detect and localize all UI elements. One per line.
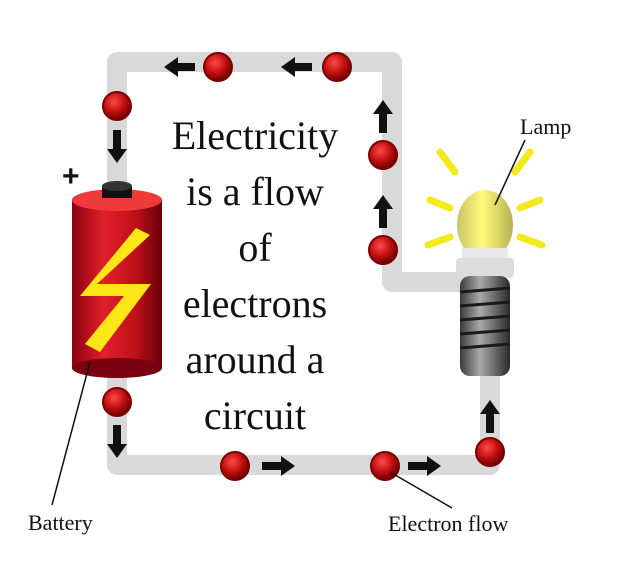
light-rays — [424, 148, 546, 249]
light-bulb-icon — [424, 148, 546, 376]
caption-line: circuit — [203, 393, 307, 438]
caption-line: of — [238, 225, 272, 270]
caption-line: Electricity — [171, 113, 339, 158]
electron-icon — [370, 451, 400, 481]
arrow-icon — [373, 100, 393, 133]
lamp-label: Lamp — [520, 114, 571, 139]
battery-label: Battery — [28, 510, 93, 535]
electron-icon — [203, 52, 233, 82]
caption-line: electrons — [182, 281, 328, 326]
arrows — [107, 57, 500, 476]
electron-icon — [322, 52, 352, 82]
plus-sign: + — [62, 160, 80, 193]
electron-icon — [102, 91, 132, 121]
caption-line: around a — [185, 337, 325, 382]
leader-lines — [51, 139, 526, 509]
lightning-bolt-icon — [80, 228, 151, 352]
electron-icon — [220, 451, 250, 481]
arrow-icon — [373, 195, 393, 228]
arrow-icon — [262, 456, 295, 476]
arrow-icon — [281, 57, 312, 77]
caption-line: is a flow — [186, 169, 324, 214]
arrow-icon — [408, 456, 441, 476]
arrow-icon — [107, 425, 127, 458]
electron-icon — [102, 387, 132, 417]
arrow-icon — [107, 130, 127, 163]
electron-flow-label: Electron flow — [388, 511, 508, 536]
arrow-icon — [480, 400, 500, 433]
electron-icon — [475, 437, 505, 467]
battery-icon — [72, 181, 162, 378]
caption-text: Electricity is a flow of electrons aroun… — [150, 108, 360, 444]
electron-icon — [368, 140, 398, 170]
electrons — [102, 52, 505, 481]
arrow-icon — [164, 57, 195, 77]
electron-icon — [368, 235, 398, 265]
